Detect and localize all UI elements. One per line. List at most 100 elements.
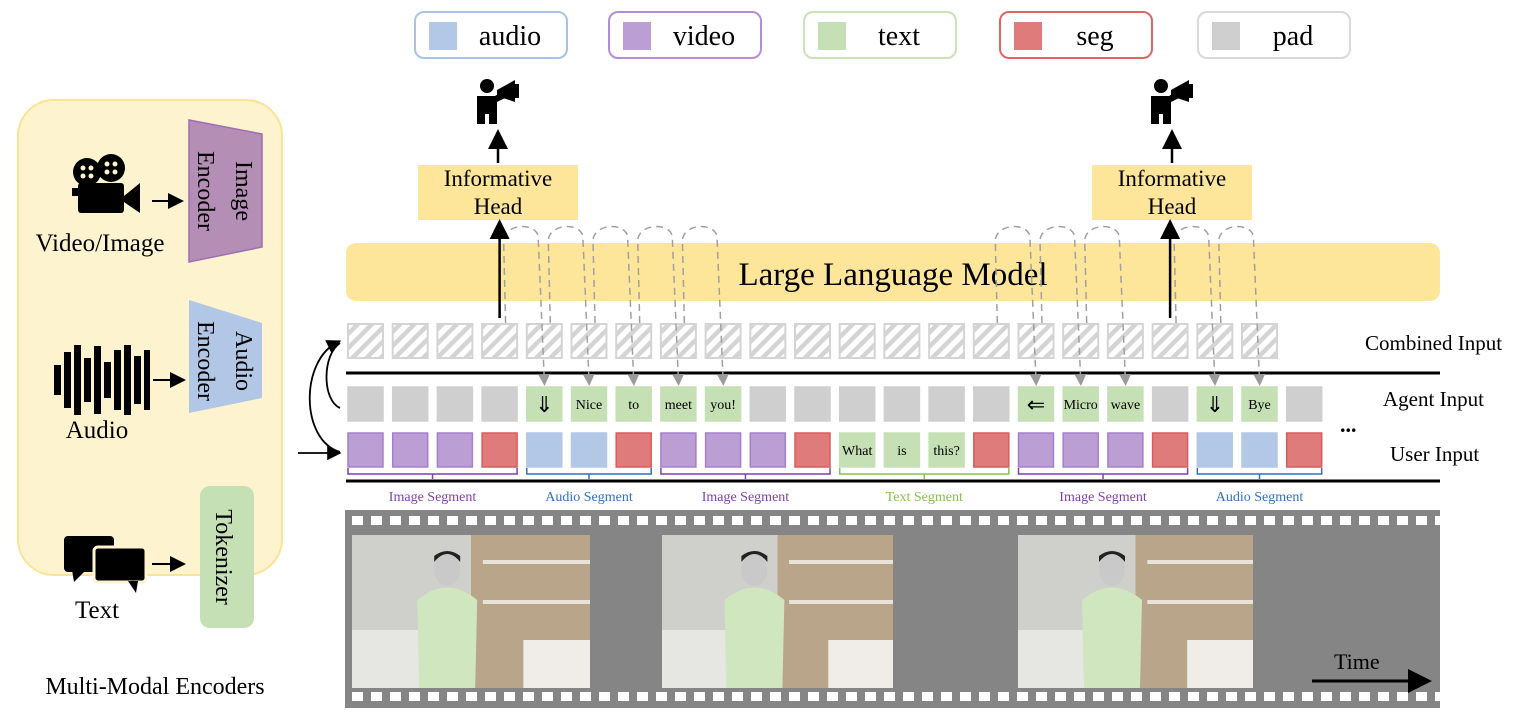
sprocket-hole (979, 516, 990, 525)
head-1-label-line1: Informative (444, 166, 553, 191)
sprocket-hole (637, 516, 648, 525)
sprocket-hole (1226, 692, 1237, 701)
sprocket-hole (352, 516, 363, 525)
combined-token (1062, 323, 1100, 359)
sprocket-hole (1359, 516, 1370, 525)
user-token-audio (1241, 432, 1278, 468)
agent-token-pad (794, 386, 831, 422)
combined-token (570, 323, 608, 359)
user-token-video (347, 432, 384, 468)
feedback-link (1218, 225, 1266, 386)
sprocket-hole (770, 516, 781, 525)
sprocket-hole (1112, 516, 1123, 525)
segment-brace (1017, 468, 1189, 479)
informative-head-2: Informative Head (1092, 165, 1252, 220)
sprocket-hole (675, 516, 686, 525)
sprocket-hole (903, 692, 914, 701)
sprocket-hole (1131, 516, 1142, 525)
sprocket-hole (428, 516, 439, 525)
combined-token (794, 323, 831, 359)
user-token-seg (481, 432, 518, 468)
sprocket-hole (599, 692, 610, 701)
time-label: Time (1334, 649, 1380, 674)
sprocket-hole (865, 516, 876, 525)
user-token-video (436, 432, 474, 468)
agent-token-text (526, 386, 563, 422)
llm-label: Large Language Model (738, 257, 1047, 293)
sprocket-hole (884, 516, 895, 525)
agent-token-pad (347, 386, 384, 422)
sprocket-hole (409, 516, 420, 525)
sprocket-hole (1207, 692, 1218, 701)
chat-bubbles-icon (64, 536, 148, 593)
user-token-seg (1285, 432, 1323, 468)
agent-token-text: meet (665, 398, 692, 413)
sprocket-hole (1093, 516, 1104, 525)
agent-token-text: ⇓ (535, 392, 553, 417)
audio-encoder-label-2: Encoder (192, 321, 218, 401)
feedback-link (547, 225, 595, 386)
sprocket-hole (390, 516, 401, 525)
sprocket-hole (713, 692, 724, 701)
legend-item-video: video (608, 11, 762, 59)
sprocket-hole (599, 516, 610, 525)
agent-token-pad (749, 386, 787, 422)
sprocket-hole (675, 692, 686, 701)
head-2-label-line1: Informative (1118, 166, 1227, 191)
sprocket-hole (1150, 692, 1161, 701)
sprocket-hole (1055, 692, 1066, 701)
sprocket-hole (941, 516, 952, 525)
sprocket-hole (1283, 692, 1294, 701)
sprocket-hole (523, 516, 534, 525)
agent-token-pad (1151, 386, 1189, 422)
agent-token-text: ⇐ (1027, 392, 1045, 417)
agent-token-pad (928, 386, 965, 422)
speaker-megaphone-icon (477, 79, 519, 124)
sprocket-hole (1397, 516, 1408, 525)
sprocket-hole (751, 692, 762, 701)
image-encoder-label-2: Encoder (192, 151, 218, 231)
sprocket-hole (1245, 516, 1256, 525)
combined-token (838, 323, 876, 359)
legend-swatch (1212, 22, 1240, 50)
sprocket-hole (1055, 516, 1066, 525)
sprocket-hole (751, 516, 762, 525)
sprocket-hole (1074, 516, 1085, 525)
legend-label: pad (1273, 21, 1313, 52)
sprocket-hole (827, 516, 838, 525)
legend-label: text (878, 21, 920, 52)
user-token-text (838, 432, 876, 468)
video-frame (662, 535, 893, 688)
agent-token-text (1241, 386, 1278, 422)
sprocket-hole (561, 692, 572, 701)
sprocket-hole (1378, 692, 1389, 701)
combined-token (659, 323, 697, 359)
sprocket-hole (352, 692, 363, 701)
feedback-link (636, 225, 685, 386)
sprocket-hole (1169, 692, 1180, 701)
head-1-label-line2: Head (474, 194, 523, 219)
combined-token (704, 323, 742, 359)
feedback-link (1083, 225, 1132, 386)
feedback-link (681, 225, 729, 386)
sprocket-hole (1264, 516, 1275, 525)
segment-label: Text Segment (886, 490, 963, 505)
feedback-link (1173, 225, 1221, 386)
sprocket-hole (1207, 516, 1218, 525)
agent-token-text: Bye (1248, 398, 1271, 413)
user-token-seg (1151, 432, 1189, 468)
agent-token-text: Micro (1064, 398, 1098, 413)
combined-input-label: Combined Input (1365, 331, 1502, 355)
user-token-text (928, 432, 965, 468)
image-encoder-label-1: Image (230, 161, 256, 221)
sprocket-hole (922, 692, 933, 701)
feedback-link (502, 225, 551, 386)
user-token-audio (1196, 432, 1234, 468)
feedback-link (592, 225, 640, 386)
sprocket-hole (1036, 692, 1047, 701)
sprocket-hole (789, 692, 800, 701)
sprocket-hole (941, 692, 952, 701)
user-token-seg (615, 432, 652, 468)
